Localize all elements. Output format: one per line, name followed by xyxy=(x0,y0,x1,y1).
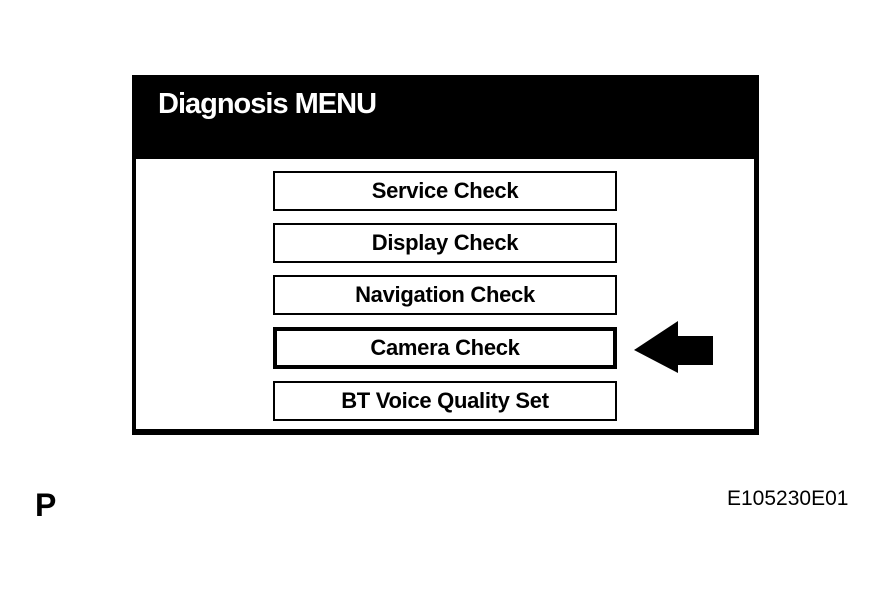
menu-button-navigation-check[interactable]: Navigation Check xyxy=(273,275,617,315)
figure-code: E105230E01 xyxy=(727,487,849,510)
menu-button-service-check[interactable]: Service Check xyxy=(273,171,617,211)
menu-button-bt-voice-quality-set[interactable]: BT Voice Quality Set xyxy=(273,381,617,421)
menu-button-display-check[interactable]: Display Check xyxy=(273,223,617,263)
page-letter: P xyxy=(35,487,57,523)
screen-title: Diagnosis MENU xyxy=(158,88,377,120)
screen-header: Diagnosis MENU xyxy=(136,75,754,159)
menu-button-camera-check[interactable]: Camera Check xyxy=(273,327,617,369)
left-arrow-icon xyxy=(634,321,713,373)
